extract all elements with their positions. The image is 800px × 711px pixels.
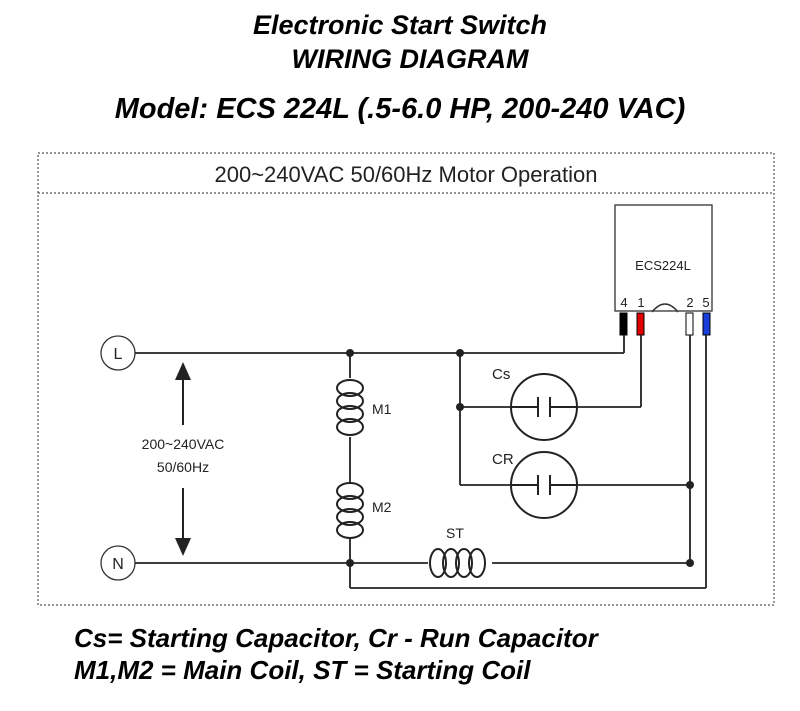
- coil-m2-label: M2: [372, 499, 392, 515]
- coil-m1-label: M1: [372, 401, 392, 417]
- module-label: ECS224L: [635, 258, 691, 273]
- capacitor-cr: [510, 451, 578, 519]
- coil-m1: [336, 379, 364, 436]
- supply-frequency-label: 50/60Hz: [157, 459, 209, 475]
- terminal-1-label: 1: [637, 295, 644, 310]
- coil-m2: [336, 482, 364, 539]
- line-terminal-label: L: [114, 346, 123, 363]
- arrow-head-up: [175, 362, 191, 380]
- terminal-2-post: [685, 312, 694, 336]
- arrow-head-down: [175, 538, 191, 556]
- capacitor-cr-label: CR: [492, 451, 514, 468]
- capacitor-cs-label: Cs: [492, 366, 510, 383]
- capacitor-cs-plates: [512, 397, 576, 417]
- terminal-2-label: 2: [686, 295, 693, 310]
- neutral-terminal-label: N: [112, 556, 124, 573]
- terminal-4-post: [619, 312, 628, 336]
- diagram-subtitle: WIRING DIAGRAM: [291, 44, 529, 74]
- terminal-5-label: 5: [702, 295, 709, 310]
- terminal-5-post: [702, 312, 711, 336]
- terminal-4-label: 4: [620, 295, 627, 310]
- banner-text: 200~240VAC 50/60Hz Motor Operation: [215, 162, 598, 187]
- ecs-module: [614, 204, 713, 312]
- diagram-title: Electronic Start Switch: [252, 10, 548, 40]
- legend-line-1: Cs= Starting Capacitor, Cr - Run Capacit…: [74, 623, 598, 653]
- diagram-frame: [37, 152, 775, 606]
- coil-st-label: ST: [446, 525, 464, 541]
- model-line: Model: ECS 224L (.5-6.0 HP, 200-240 VAC): [114, 93, 686, 125]
- terminal-1-post: [636, 312, 645, 336]
- capacitor-cr-plates: [512, 475, 576, 495]
- legend-line-2: M1,M2 = Main Coil, ST = Starting Coil: [74, 655, 531, 685]
- supply-voltage-label: 200~240VAC: [142, 436, 225, 452]
- coil-st: [429, 548, 486, 578]
- jumper-arc: [651, 303, 679, 313]
- wiring: [135, 335, 707, 589]
- capacitor-cs: [510, 373, 578, 441]
- junction-dots: [346, 349, 694, 567]
